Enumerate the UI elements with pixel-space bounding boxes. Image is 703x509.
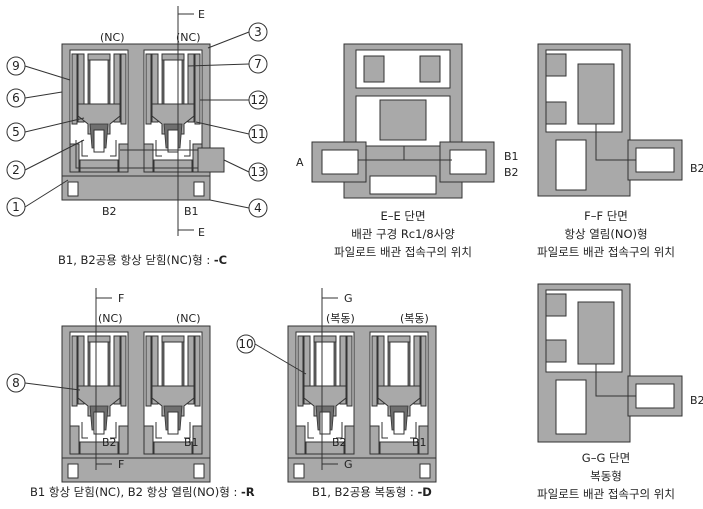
label-double-right: (복동) (400, 312, 429, 325)
section-mark-top: F (118, 292, 124, 305)
section-ff-note: 파일로트 배관 접속구의 위치 (537, 245, 675, 259)
valve-body-r (62, 326, 210, 482)
port-b1: B1 (412, 436, 427, 449)
diagram-d: G G (복동) (복동) B2 B1 10 B1, B2공용 복동형 : -D (236, 288, 436, 499)
section-mark-bottom: E (198, 226, 205, 239)
svg-text:10: 10 (238, 337, 253, 351)
section-gg-mode: 복동형 (590, 469, 622, 483)
pilot-port-13 (197, 147, 225, 173)
port-b1: B1 (504, 150, 519, 163)
section-mark-bottom: F (118, 458, 124, 471)
port-b2: B2 (504, 166, 519, 179)
caption-r: B1 항상 닫힘(NC), B2 항상 열림(NO)형 : -R (30, 485, 255, 499)
port-b2: B2 (102, 436, 117, 449)
callout-5: 5 (6, 117, 85, 142)
callout-6: 6 (6, 88, 63, 108)
callout-7: 7 (187, 54, 268, 74)
section-ff-mode: 항상 열림(NO)형 (564, 227, 647, 241)
svg-text:3: 3 (254, 25, 262, 39)
svg-text:11: 11 (250, 127, 265, 141)
section-ff: B1 B2 B2 F–F 단면 항상 열림(NO)형 파일로트 배관 접속구의 … (504, 43, 703, 259)
svg-text:7: 7 (254, 57, 262, 71)
caption-c: B1, B2공용 항상 닫힘(NC)형 : -C (58, 253, 227, 267)
pilot-passage (75, 140, 210, 169)
svg-text:6: 6 (12, 91, 20, 105)
label-nc-left: (NC) (100, 31, 125, 44)
svg-text:12: 12 (250, 93, 265, 107)
caption-d: B1, B2공용 복동형 : -D (312, 485, 432, 499)
callout-8: 8 (6, 373, 81, 393)
svg-text:4: 4 (254, 201, 262, 215)
svg-text:9: 9 (12, 59, 20, 73)
port-a: A (296, 156, 304, 169)
valve-body-d (288, 326, 436, 482)
port-b2-right: B2 (690, 162, 703, 175)
port-b2: B2 (690, 394, 703, 407)
callout-9: 9 (6, 56, 71, 81)
callout-4: 4 (209, 198, 268, 218)
svg-text:1: 1 (12, 200, 20, 214)
section-ee: A E–E 단면 배관 구경 Rc1/8사양 파일로트 배관 접속구의 위치 (296, 43, 495, 259)
callout-11: 11 (195, 121, 268, 144)
svg-text:2: 2 (12, 163, 20, 177)
section-ee-title: E–E 단면 (380, 209, 425, 223)
callout-3: 3 (207, 22, 268, 49)
callout-1: 1 (6, 179, 69, 217)
diagram-r: F F (NC) (NC) B2 B1 8 B1 항상 닫힘(NC), B2 항… (6, 288, 255, 499)
section-mark-top: G (344, 292, 353, 305)
section-gg: B2 G–G 단면 복동형 파일로트 배관 접속구의 위치 (537, 283, 703, 501)
section-ee-note: 파일로트 배관 접속구의 위치 (334, 245, 472, 259)
valve-body-c (62, 44, 210, 200)
label-nc-left: (NC) (98, 312, 123, 325)
svg-text:13: 13 (250, 165, 265, 179)
port-b2: B2 (332, 436, 347, 449)
section-gg-note: 파일로트 배관 접속구의 위치 (537, 487, 675, 501)
callout-2: 2 (6, 139, 85, 180)
port-b1: B1 (184, 205, 199, 218)
callout-13: 13 (223, 159, 268, 182)
diagram-c: E E (NC) (NC) B2 B1 9 6 5 2 1 3 7 12 11 … (6, 6, 268, 267)
port-b2: B2 (102, 205, 117, 218)
label-double-left: (복동) (326, 312, 355, 325)
callout-10: 10 (236, 334, 307, 375)
svg-text:8: 8 (12, 376, 20, 390)
svg-text:5: 5 (12, 125, 20, 139)
port-b1: B1 (184, 436, 199, 449)
section-ff-title: F–F 단면 (584, 209, 628, 223)
label-nc-right: (NC) (176, 31, 201, 44)
callout-12: 12 (200, 90, 268, 110)
section-ee-spec: 배관 구경 Rc1/8사양 (351, 227, 455, 241)
section-mark-bottom: G (344, 458, 353, 471)
section-gg-title: G–G 단면 (582, 451, 630, 465)
label-nc-right: (NC) (176, 312, 201, 325)
section-mark-top: E (198, 8, 205, 21)
